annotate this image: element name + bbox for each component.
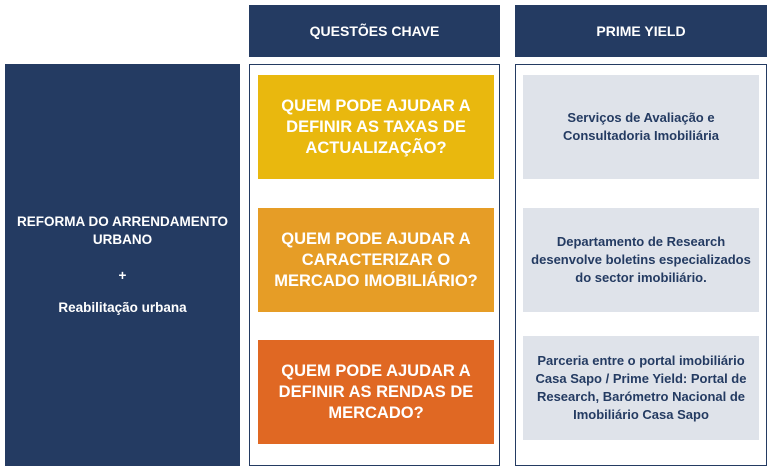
topic-title: REFORMA DO ARRENDAMENTO URBANO [17,214,228,247]
question-box-3: QUEM PODE AJUDAR A DEFINIR AS RENDAS DE … [258,340,494,444]
answer-box-3: Parceria entre o portal imobiliário Casa… [523,336,759,440]
prime-yield-header: PRIME YIELD [515,5,767,57]
question-box-2: QUEM PODE AJUDAR A CARACTERIZAR O MERCAD… [258,208,494,312]
question-box-1: QUEM PODE AJUDAR A DEFINIR AS TAXAS DE A… [258,75,494,179]
topic-subtitle: Reabilitação urbana [58,300,187,315]
topic-panel: REFORMA DO ARRENDAMENTO URBANO + Reabili… [5,64,240,466]
answer-box-1: Serviços de Avaliação e Consultadoria Im… [523,75,759,179]
plus-sign: + [118,268,127,283]
answer-box-2: Departamento de Research desenvolve bole… [523,208,759,312]
questions-header: QUESTÕES CHAVE [249,5,500,57]
